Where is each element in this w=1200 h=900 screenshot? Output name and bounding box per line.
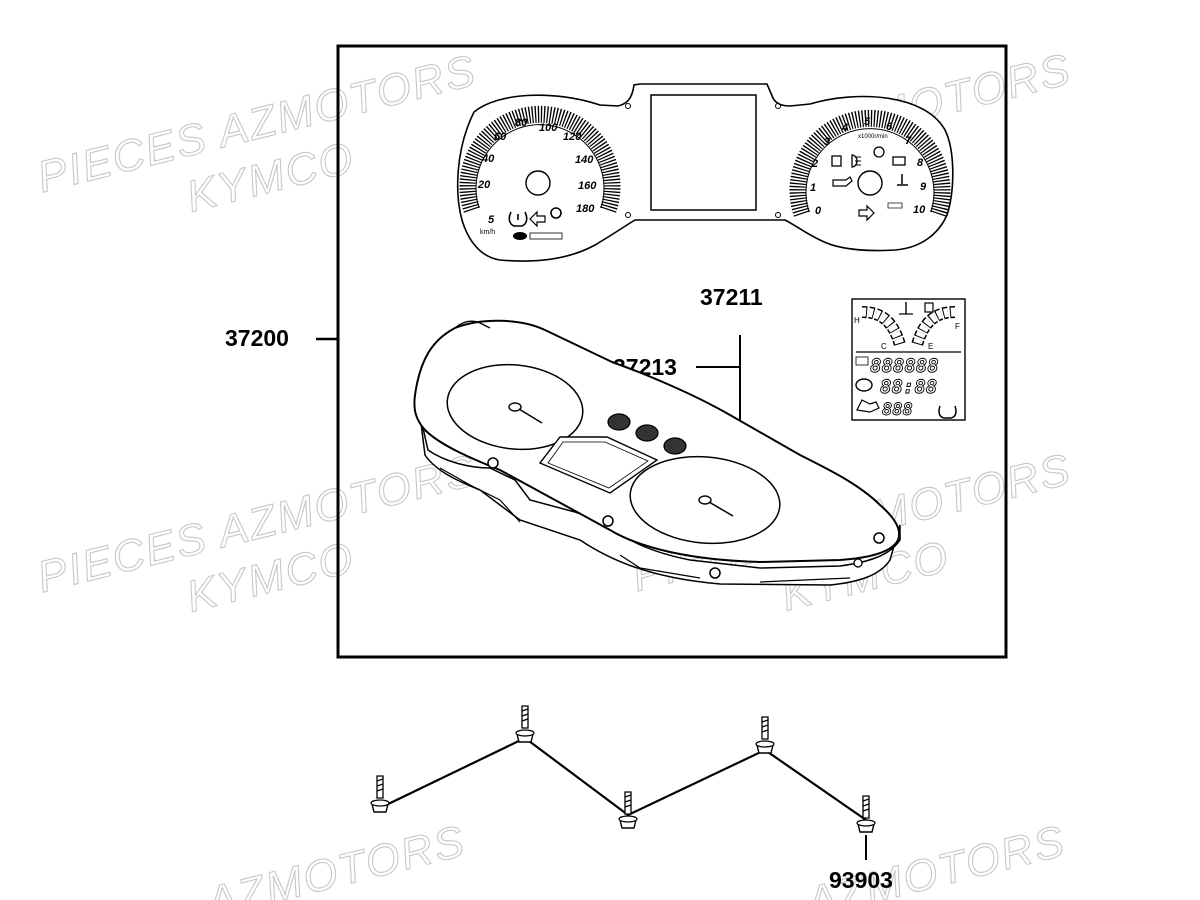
dial-face-plate: 5 20 40 60 80 100 120 140 160 180 km/h [456, 83, 954, 262]
left-turn-icon [529, 210, 546, 228]
speed-label: 40 [481, 153, 495, 165]
screw [856, 795, 876, 833]
fuel-empty-label: E [928, 342, 933, 351]
trip-digits: 888 [882, 400, 913, 420]
mounting-boss [853, 558, 863, 568]
mounting-boss [873, 532, 885, 544]
speed-label: 120 [563, 131, 582, 143]
screw-set [370, 705, 876, 833]
button-knob [635, 424, 659, 442]
rpm-label: 8 [917, 157, 924, 169]
temperature-icon [897, 174, 908, 186]
screw [515, 705, 535, 743]
rpm-label: 2 [811, 158, 818, 170]
lcd-detail-panel: C H E F 888888 88:88 888 [851, 298, 966, 421]
tachometer-dial: 0 1 2 3 4 5 6 7 8 9 10 x1000r/min [789, 109, 951, 222]
needle-hub [525, 170, 551, 196]
fuel-full-label: F [955, 322, 960, 331]
clock-digits: 88:88 [880, 376, 937, 398]
engine-check-icon [855, 378, 873, 392]
speed-unit: km/h [480, 229, 495, 236]
engine-check-icon [873, 146, 885, 158]
speed-label: 160 [578, 180, 597, 192]
watermark-text: AZMOTORS [199, 816, 470, 900]
warning-icon [550, 207, 562, 219]
rpm-unit: x1000r/min [858, 134, 888, 140]
speed-label: 100 [539, 122, 558, 134]
odometer-digits: 888888 [870, 355, 939, 377]
speed-label: 140 [575, 154, 594, 166]
callout-37200: 37200 [225, 325, 338, 351]
speed-label: 180 [576, 203, 595, 215]
rpm-label: 6 [886, 121, 893, 133]
speed-label: 20 [477, 179, 491, 191]
rpm-label: 5 [864, 116, 871, 128]
mounting-boss [709, 567, 721, 579]
rpm-label: 4 [841, 122, 848, 134]
mounting-boss [602, 515, 614, 527]
rpm-label: 1 [810, 182, 816, 194]
needle-hub [857, 170, 883, 196]
brand-logo [513, 232, 563, 240]
assembly-frame [336, 44, 1008, 659]
speed-label: 80 [515, 117, 528, 129]
tachometer-needle [708, 501, 734, 517]
screw [755, 716, 775, 754]
gear-oil-icon [856, 399, 880, 413]
button-knob [607, 413, 631, 431]
center-lcd-window [650, 94, 757, 211]
screw [618, 791, 638, 829]
rpm-label: 9 [920, 181, 927, 193]
rpm-label: 7 [905, 135, 912, 147]
rpm-label: 10 [913, 204, 926, 216]
speed-label: 60 [494, 131, 507, 143]
callout-93903: 93903 [829, 835, 893, 893]
battery-icon [892, 156, 906, 166]
mounting-boss [487, 457, 499, 469]
speedometer-needle [518, 408, 543, 424]
headlight-icon [851, 154, 861, 168]
speed-label: 5 [488, 214, 495, 226]
instrument-cluster-housing [413, 319, 901, 586]
cluster-lcd-window [538, 436, 659, 494]
temp-hot-label: H [854, 316, 860, 325]
speedometer-dial: 5 20 40 60 80 100 120 140 160 180 km/h [459, 105, 621, 240]
fuel-icon [924, 302, 934, 313]
button-knob [663, 437, 687, 455]
fuel-icon [831, 155, 842, 167]
oil-icon [832, 176, 853, 187]
rpm-label: 0 [815, 205, 822, 217]
screw [370, 775, 390, 813]
temp-cold-label: C [881, 342, 887, 351]
part-number-label: 37211 [700, 284, 763, 310]
part-number-label: 37200 [225, 325, 289, 351]
tire-pressure-icon [508, 211, 528, 227]
screw-leader-line [379, 736, 867, 821]
tire-pressure-icon [938, 405, 957, 419]
right-turn-icon [858, 204, 875, 222]
rpm-label: 3 [824, 136, 830, 148]
part-number-label: 93903 [829, 867, 893, 893]
